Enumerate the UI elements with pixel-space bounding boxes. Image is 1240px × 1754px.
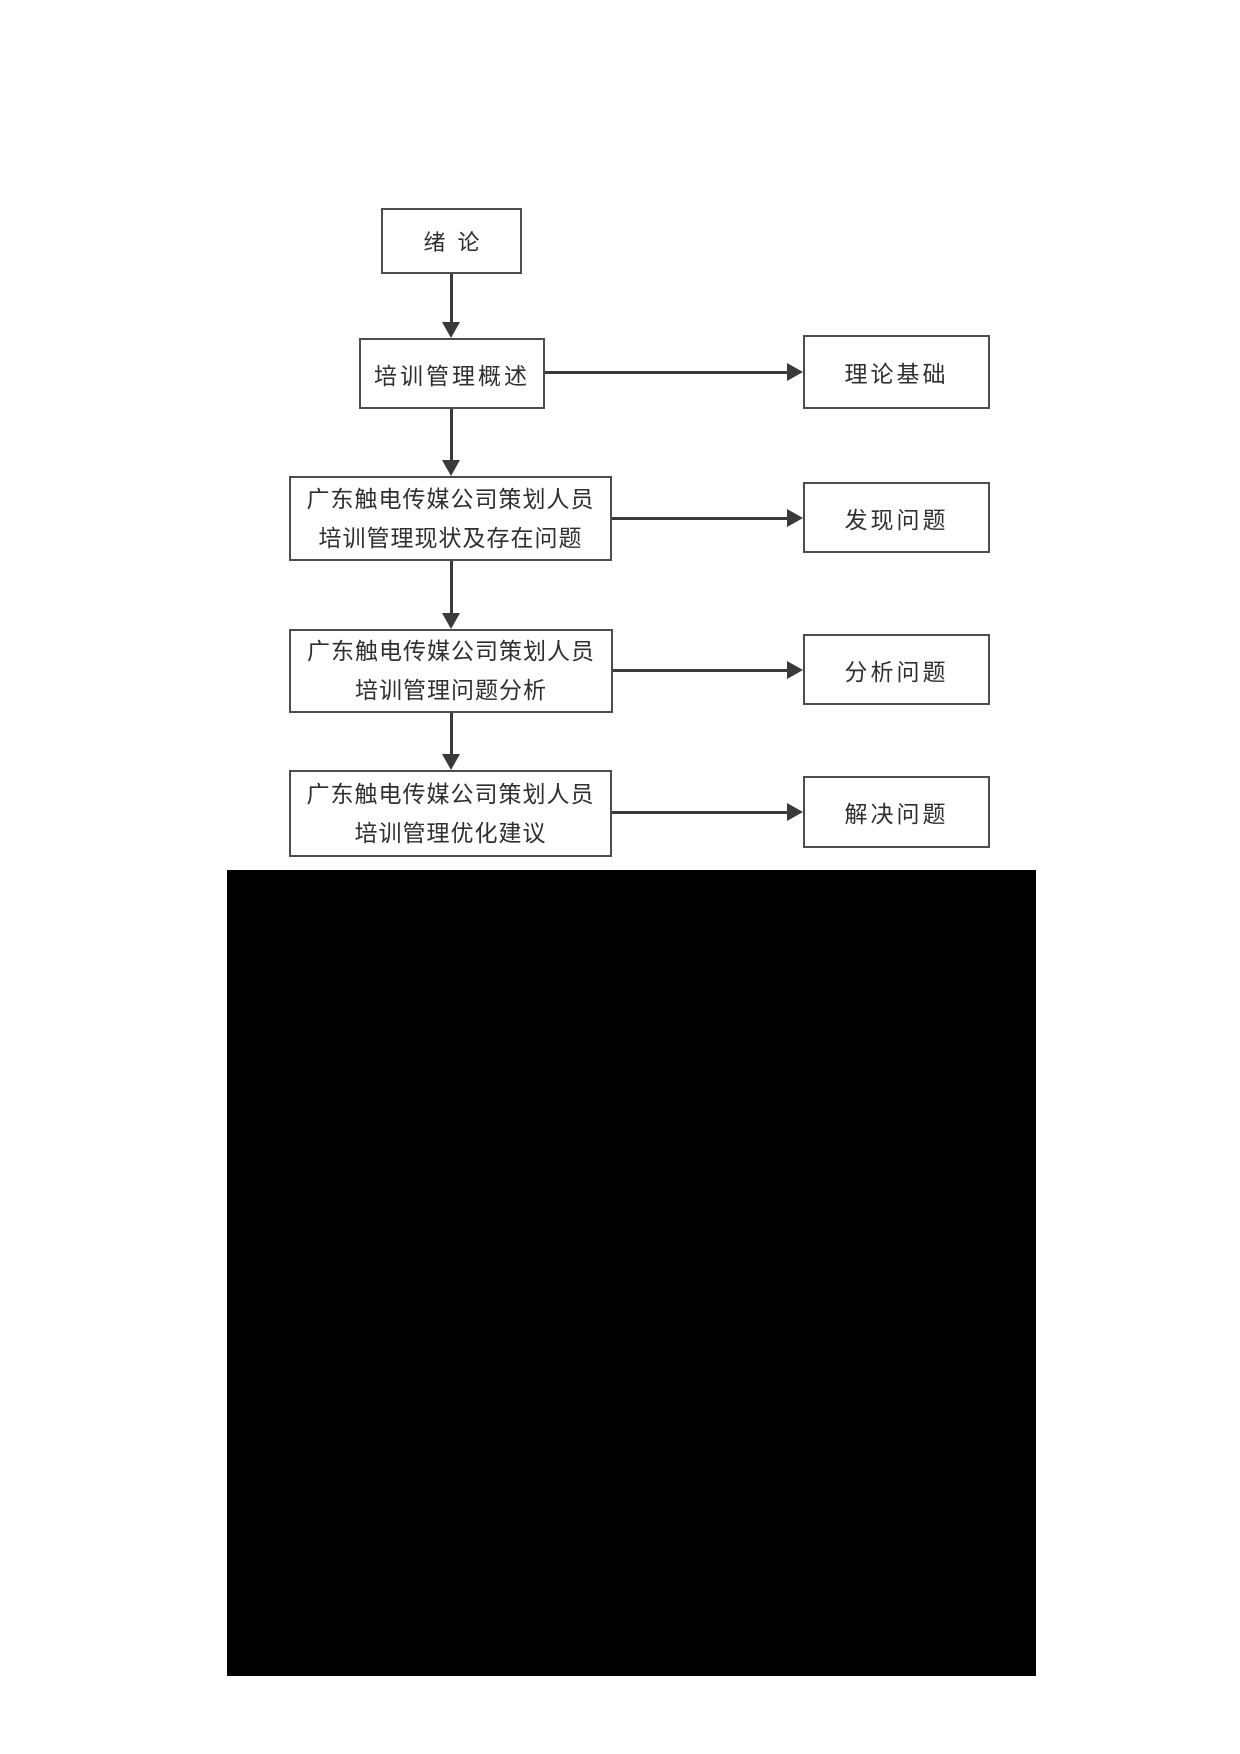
arrow-stem [449, 274, 453, 324]
arrow-status-to-discover [612, 507, 803, 529]
flow-node-solve-problem: 解决问题 [803, 776, 990, 848]
arrow-stem [449, 713, 453, 756]
redacted-block [227, 870, 1036, 1676]
arrow-analysis-to-analyze [613, 659, 803, 681]
arrow-head-right-icon [787, 509, 803, 527]
arrow-stem [612, 810, 789, 814]
arrow-stem [545, 370, 789, 374]
arrow-status-to-analysis [440, 561, 462, 629]
arrow-head-down-icon [442, 613, 460, 629]
arrow-overview-to-theory [545, 361, 803, 383]
arrow-head-down-icon [442, 460, 460, 476]
flow-node-current-status-line2: 培训管理现状及存在问题 [318, 525, 583, 551]
flow-node-analyze-problem: 分析问题 [803, 634, 990, 705]
arrow-analysis-to-optimization [440, 713, 462, 770]
flow-node-problem-analysis-line1: 广东触电传媒公司策划人员 [307, 639, 595, 664]
arrow-head-right-icon [787, 661, 803, 679]
flow-node-current-status: 广东触电传媒公司策划人员 培训管理现状及存在问题 [289, 476, 612, 561]
flow-node-training-overview-label: 培训管理概述 [374, 363, 530, 389]
flow-node-current-status-line1: 广东触电传媒公司策划人员 [306, 486, 595, 512]
arrow-stem [613, 668, 789, 672]
arrow-intro-to-overview [440, 274, 462, 338]
arrow-stem [449, 561, 453, 615]
flow-node-discover-problem: 发现问题 [803, 482, 990, 553]
flow-node-optimization-line2: 培训管理优化建议 [354, 820, 547, 846]
flow-node-solve-problem-label: 解决问题 [844, 802, 949, 827]
arrow-head-right-icon [787, 803, 803, 821]
arrow-optimization-to-solve [612, 801, 803, 823]
flow-node-theory-basis: 理论基础 [803, 335, 990, 409]
flow-node-theory-basis-label: 理论基础 [844, 362, 949, 387]
arrow-head-down-icon [442, 322, 460, 338]
arrow-overview-to-status [440, 409, 462, 476]
arrow-head-right-icon [787, 363, 803, 381]
flow-node-analyze-problem-label: 分析问题 [844, 659, 949, 685]
flow-node-optimization: 广东触电传媒公司策划人员 培训管理优化建议 [289, 770, 612, 857]
flow-node-intro-label: 绪论 [423, 230, 492, 255]
flow-node-discover-problem-label: 发现问题 [844, 507, 949, 533]
flow-node-training-overview: 培训管理概述 [359, 338, 545, 409]
flow-node-problem-analysis-line2: 培训管理问题分析 [355, 678, 547, 703]
arrow-stem [612, 516, 789, 520]
flow-node-problem-analysis: 广东触电传媒公司策划人员 培训管理问题分析 [289, 629, 613, 713]
arrow-head-down-icon [442, 754, 460, 770]
flow-node-intro: 绪论 [381, 208, 522, 274]
flow-node-optimization-line1: 广东触电传媒公司策划人员 [306, 781, 595, 807]
arrow-stem [449, 409, 453, 462]
